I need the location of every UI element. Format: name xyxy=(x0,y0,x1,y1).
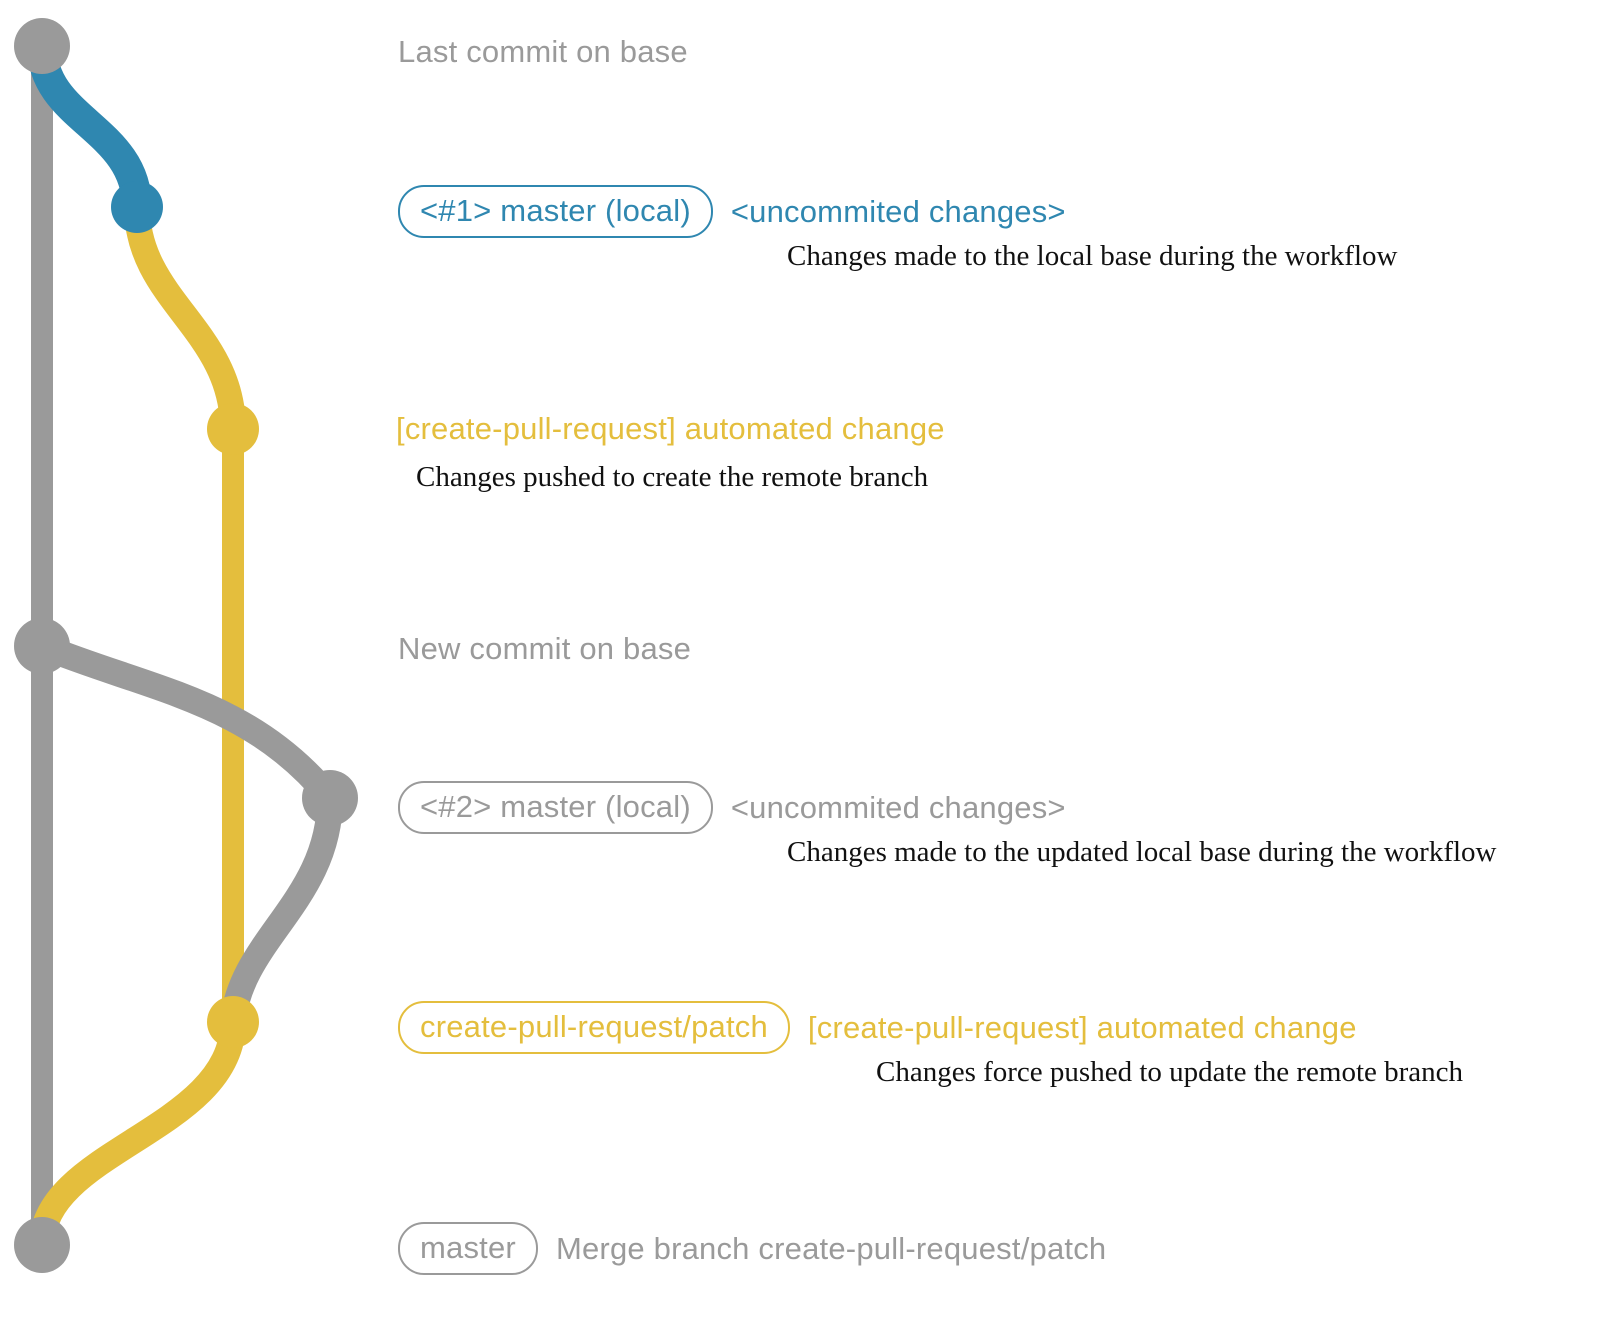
branch-badge-label: create-pull-request/patch xyxy=(420,1009,768,1044)
commit-subject: Last commit on base xyxy=(398,34,688,69)
row-description-automated-change-1: Changes pushed to create the remote bran… xyxy=(416,461,929,493)
row-merge-commit: master Merge branch create-pull-request/… xyxy=(398,1222,1106,1275)
patch-branch-line-1 xyxy=(124,194,246,442)
row-new-commit-on-base: New commit on base xyxy=(398,631,691,667)
commit-subject: [create-pull-request] automated change xyxy=(396,411,945,446)
commit-node-base-2[interactable] xyxy=(14,618,70,674)
row-master-local-1: <#1> master (local) <uncommited changes> xyxy=(398,185,1066,238)
commit-node-local-2[interactable] xyxy=(302,770,358,826)
commit-node-base-1[interactable] xyxy=(14,18,70,74)
branch-badge-master-local-1[interactable]: <#1> master (local) xyxy=(398,185,713,238)
row-automated-change-1: [create-pull-request] automated change xyxy=(396,411,945,447)
branch-badge-create-pull-request-patch[interactable]: create-pull-request/patch xyxy=(398,1001,790,1054)
row-description-master-local-2: Changes made to the updated local base d… xyxy=(787,836,1497,868)
commit-node-local-1[interactable] xyxy=(111,181,163,233)
commit-node-merge[interactable] xyxy=(14,1217,70,1273)
row-master-local-2: <#2> master (local) <uncommited changes> xyxy=(398,781,1066,834)
commit-subject: <uncommited changes> xyxy=(730,789,1066,825)
commit-node-patch-1[interactable] xyxy=(207,403,259,455)
branch-badge-label: master xyxy=(420,1230,516,1265)
commit-subject: <uncommited changes> xyxy=(730,193,1066,229)
update-merge-line xyxy=(220,785,343,1035)
row-description-automated-change-2: Changes force pushed to update the remot… xyxy=(876,1056,1464,1088)
branch-badge-label: <#2> master (local) xyxy=(420,789,691,824)
commit-subject: [create-pull-request] automated change xyxy=(807,1009,1357,1045)
branch-badge-master-local-2[interactable]: <#2> master (local) xyxy=(398,781,713,834)
row-automated-change-2: create-pull-request/patch [create-pull-r… xyxy=(398,1001,1357,1054)
patch-merge-line xyxy=(29,1009,246,1258)
branch-badge-label: <#1> master (local) xyxy=(420,193,691,228)
commit-node-patch-2[interactable] xyxy=(207,996,259,1048)
commit-subject: Merge branch create-pull-request/patch xyxy=(555,1230,1107,1266)
branch-badge-master[interactable]: master xyxy=(398,1222,538,1275)
local-branch-line-1 xyxy=(27,31,152,222)
update-branch-line xyxy=(29,633,343,811)
row-description-master-local-1: Changes made to the local base during th… xyxy=(787,240,1398,272)
commit-subject: New commit on base xyxy=(398,631,692,666)
row-last-commit-on-base: Last commit on base xyxy=(398,34,688,70)
